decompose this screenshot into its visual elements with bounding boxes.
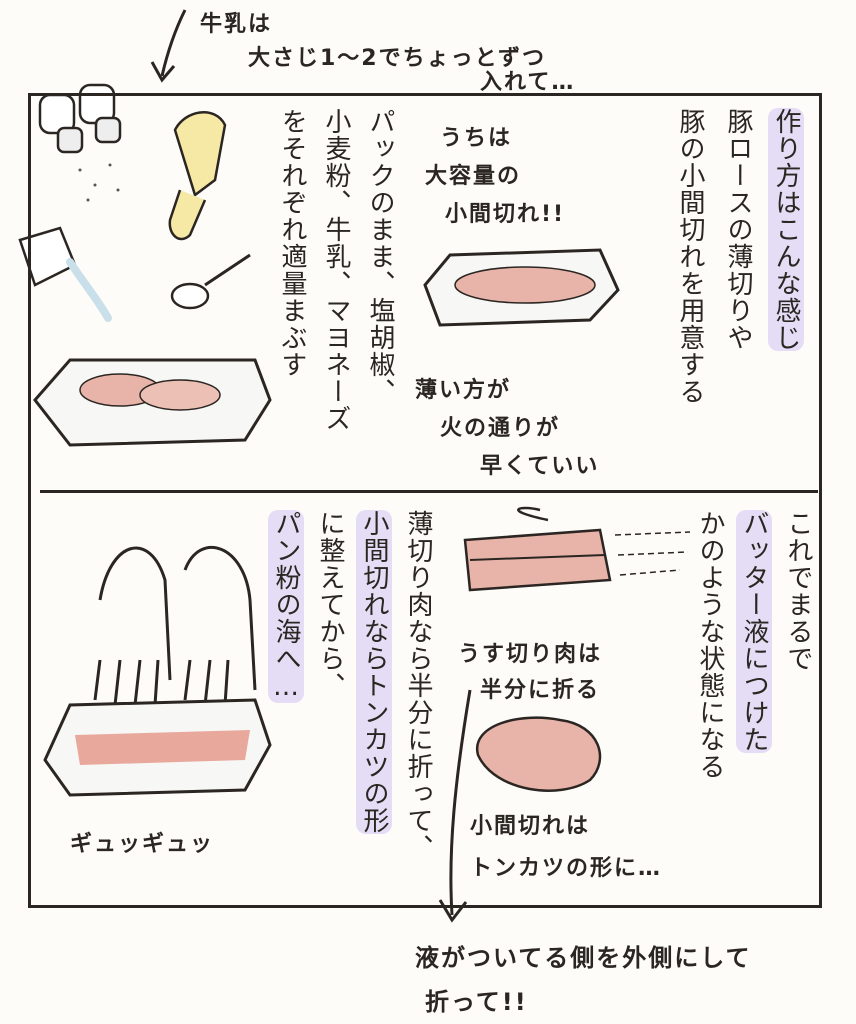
panel2-line-1: パックのまま、塩胡椒、 bbox=[365, 108, 395, 405]
meat-tray-1-icon bbox=[33, 358, 272, 447]
panel4-line-3: に整えてから、 bbox=[315, 510, 345, 699]
fold-note-line-2: 半分に折る bbox=[480, 678, 601, 703]
milk-note-line-2: 大さじ1〜2でちょっとずつ bbox=[248, 46, 546, 71]
thin-note-line-1: 薄い方が bbox=[415, 378, 512, 403]
shape-note-line-1: 小間切れは bbox=[470, 814, 591, 839]
panel4-line-2: 小間切れならトンカツの形 bbox=[356, 510, 392, 834]
panel3-line-1: これでまるで bbox=[783, 510, 813, 672]
panel3-line-3: かのような状態になる bbox=[695, 510, 725, 780]
flour-spoon-icon bbox=[170, 253, 251, 310]
panel1-body-line-2: 豚の小間切れを用意する bbox=[675, 108, 705, 405]
comic-frame bbox=[28, 93, 822, 908]
bottom-note-line-2: 折って!! bbox=[425, 988, 528, 1016]
thin-note-line-2: 火の通りが bbox=[440, 416, 561, 441]
thin-note-line-3: 早くていい bbox=[480, 454, 600, 479]
shape-note-line-2: トンカツの形に… bbox=[470, 856, 663, 881]
bulk-note-line-1: うちは bbox=[440, 126, 513, 151]
panel3-line-2: バッター液につけた bbox=[736, 510, 772, 753]
hands-pressing-icon bbox=[93, 545, 257, 706]
panel2-line-3: をそれぞれ適量まぶす bbox=[277, 108, 307, 378]
squeeze-sfx: ギュッギュッ bbox=[70, 832, 215, 857]
bottom-arrow-icon bbox=[449, 689, 472, 916]
cutlet-shape-icon bbox=[475, 716, 602, 792]
bulk-note-line-3: 小間切れ!! bbox=[445, 202, 566, 227]
milk-note-line-3: 入れて… bbox=[480, 70, 576, 95]
panel1-heading: 作り方はこんな感じ bbox=[768, 108, 804, 351]
fold-note-line-1: うす切り肉は bbox=[458, 642, 603, 667]
panel1-body-line-1: 豚ロースの薄切りや bbox=[723, 108, 753, 351]
bottom-note-line-1: 液がついてる側を外側にして bbox=[415, 944, 752, 972]
bulk-note-line-2: 大容量の bbox=[425, 164, 522, 189]
meat-tray-2-icon bbox=[423, 248, 620, 327]
meat-tray-3-icon bbox=[43, 698, 272, 797]
panel-divider bbox=[40, 490, 818, 493]
panel2-line-2: 小麦粉、牛乳、マヨネーズ bbox=[321, 108, 351, 432]
panel4-line-1: 薄切り肉なら半分に折って、 bbox=[403, 510, 433, 861]
panel4-line-4: パン粉の海へ… bbox=[268, 510, 304, 703]
mayonnaise-bottle-icon bbox=[168, 111, 227, 241]
milk-note-line-1: 牛乳は bbox=[200, 12, 273, 37]
folded-meat-icon bbox=[463, 506, 691, 592]
top-arrow-icon bbox=[160, 9, 187, 77]
